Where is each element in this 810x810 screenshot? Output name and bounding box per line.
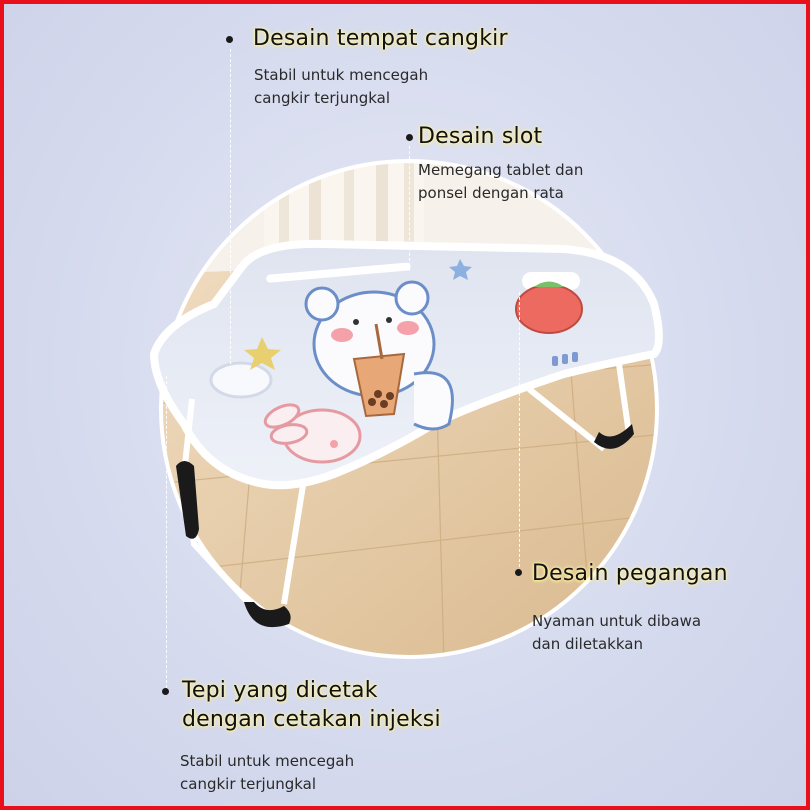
guide-line-edge bbox=[166, 376, 167, 688]
bullet-dot bbox=[515, 569, 522, 576]
bunny-illustration bbox=[263, 403, 362, 464]
desc-line: cangkir terjungkal bbox=[180, 775, 317, 793]
bear-illustration bbox=[304, 280, 454, 431]
bullet-dot bbox=[406, 134, 413, 141]
feature-title-handle: Desain pegangan bbox=[532, 561, 728, 586]
front-right-leg bbox=[244, 478, 307, 628]
title-line: Tepi yang dicetak bbox=[182, 678, 378, 703]
feature-desc-handle: Nyaman untuk dibawa dan diletakkan bbox=[532, 610, 701, 656]
bullet-dot bbox=[226, 36, 233, 43]
feature-desc-cup-holder: Stabil untuk mencegah cangkir terjungkal bbox=[254, 64, 428, 110]
back-right-leg bbox=[527, 363, 634, 452]
feature-desc-edge: Stabil untuk mencegah cangkir terjungkal bbox=[180, 750, 354, 796]
feature-title-edge: Tepi yang dicetak dengan cetakan injeksi bbox=[182, 676, 441, 734]
table-top bbox=[149, 239, 663, 490]
front-left-leg bbox=[176, 398, 257, 612]
guide-line-cup bbox=[230, 49, 231, 369]
desc-line: Nyaman untuk dibawa bbox=[532, 612, 702, 630]
strawberry-illustration bbox=[515, 281, 583, 334]
guide-line-slot bbox=[409, 146, 410, 271]
desc-line: Stabil untuk mencegah bbox=[180, 752, 355, 770]
desc-line: dan diletakkan bbox=[532, 635, 643, 653]
feature-title-slot: Desain slot bbox=[418, 124, 543, 149]
title-line: dengan cetakan injeksi bbox=[182, 707, 441, 732]
guide-line-handle bbox=[519, 292, 520, 567]
desc-line: cangkir terjungkal bbox=[254, 89, 391, 107]
feature-title-cup-holder: Desain tempat cangkir bbox=[253, 26, 508, 51]
bullet-dot bbox=[162, 688, 169, 695]
desc-line: Stabil untuk mencegah bbox=[254, 66, 429, 84]
desc-line: ponsel dengan rata bbox=[418, 184, 564, 202]
desc-line: Memegang tablet dan bbox=[418, 161, 584, 179]
feature-desc-slot: Memegang tablet dan ponsel dengan rata bbox=[418, 159, 583, 205]
